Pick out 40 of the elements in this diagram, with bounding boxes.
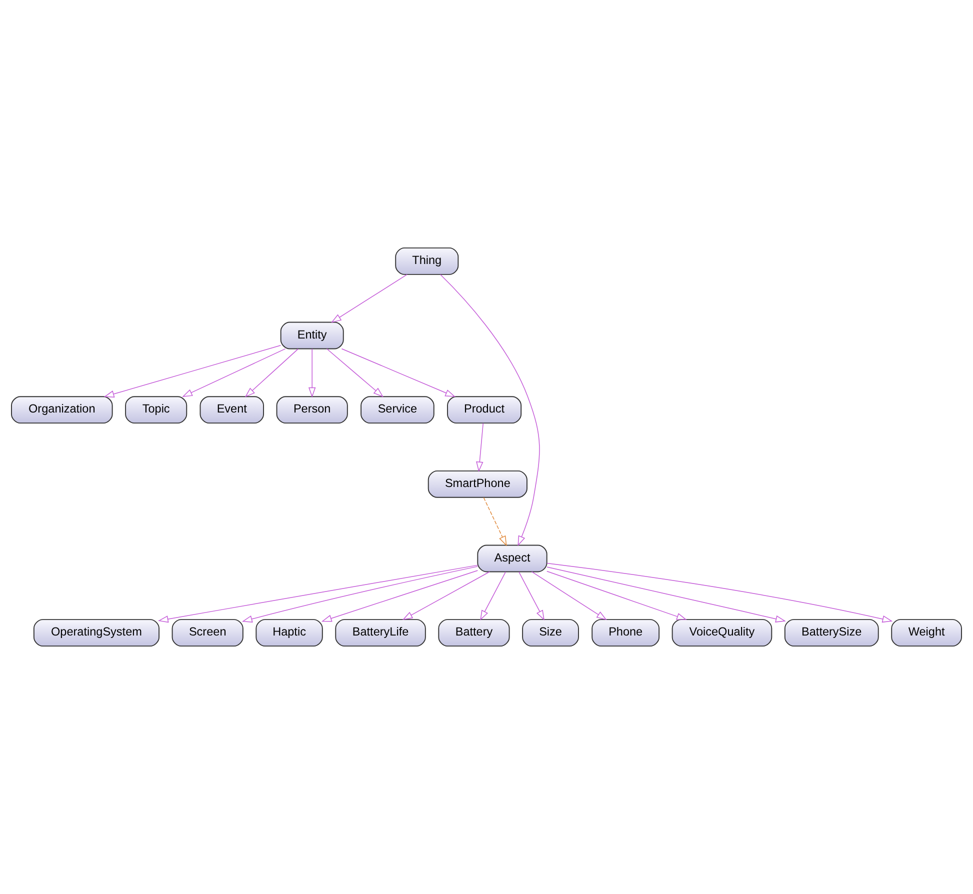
arrow bbox=[308, 348, 316, 398]
arrow bbox=[476, 422, 484, 472]
node-box: VoiceQuality bbox=[672, 619, 772, 647]
arrow bbox=[546, 570, 687, 620]
node-box: Weight bbox=[891, 619, 962, 647]
arrow bbox=[321, 570, 478, 622]
arrow bbox=[480, 572, 506, 621]
arrow bbox=[440, 274, 540, 546]
node-box: Person bbox=[276, 396, 348, 424]
node-box: Phone bbox=[592, 619, 660, 647]
arrow bbox=[244, 348, 298, 398]
node-box: Screen bbox=[172, 619, 244, 647]
arrow bbox=[158, 564, 478, 623]
arrow bbox=[104, 345, 282, 398]
node-box: Thing bbox=[395, 247, 459, 275]
arrow bbox=[331, 274, 408, 323]
node-box: Battery bbox=[438, 619, 510, 647]
arrow bbox=[341, 348, 456, 397]
node-box: Aspect bbox=[477, 544, 548, 572]
node-box: Event bbox=[200, 396, 264, 424]
node-box: Topic bbox=[125, 396, 188, 424]
node-box: Service bbox=[360, 396, 434, 424]
node-box: OperatingSystem bbox=[33, 619, 160, 647]
arrow bbox=[518, 572, 544, 621]
arrow bbox=[402, 571, 490, 620]
node-box: Entity bbox=[280, 322, 344, 350]
arrow bbox=[531, 571, 607, 620]
arrow bbox=[546, 562, 893, 623]
node-box: Size bbox=[522, 619, 579, 647]
node-box: Product bbox=[447, 396, 522, 424]
arrow bbox=[546, 566, 786, 622]
arrow bbox=[483, 497, 507, 546]
node-box: SmartPhone bbox=[428, 470, 528, 498]
node-box: Organization bbox=[11, 396, 113, 424]
node-box: Haptic bbox=[256, 619, 323, 647]
arrow bbox=[182, 348, 286, 397]
arrow bbox=[242, 566, 478, 622]
arrow bbox=[326, 348, 384, 398]
node-box: BatteryLife bbox=[335, 619, 426, 647]
node-box: BatterySize bbox=[784, 619, 879, 647]
